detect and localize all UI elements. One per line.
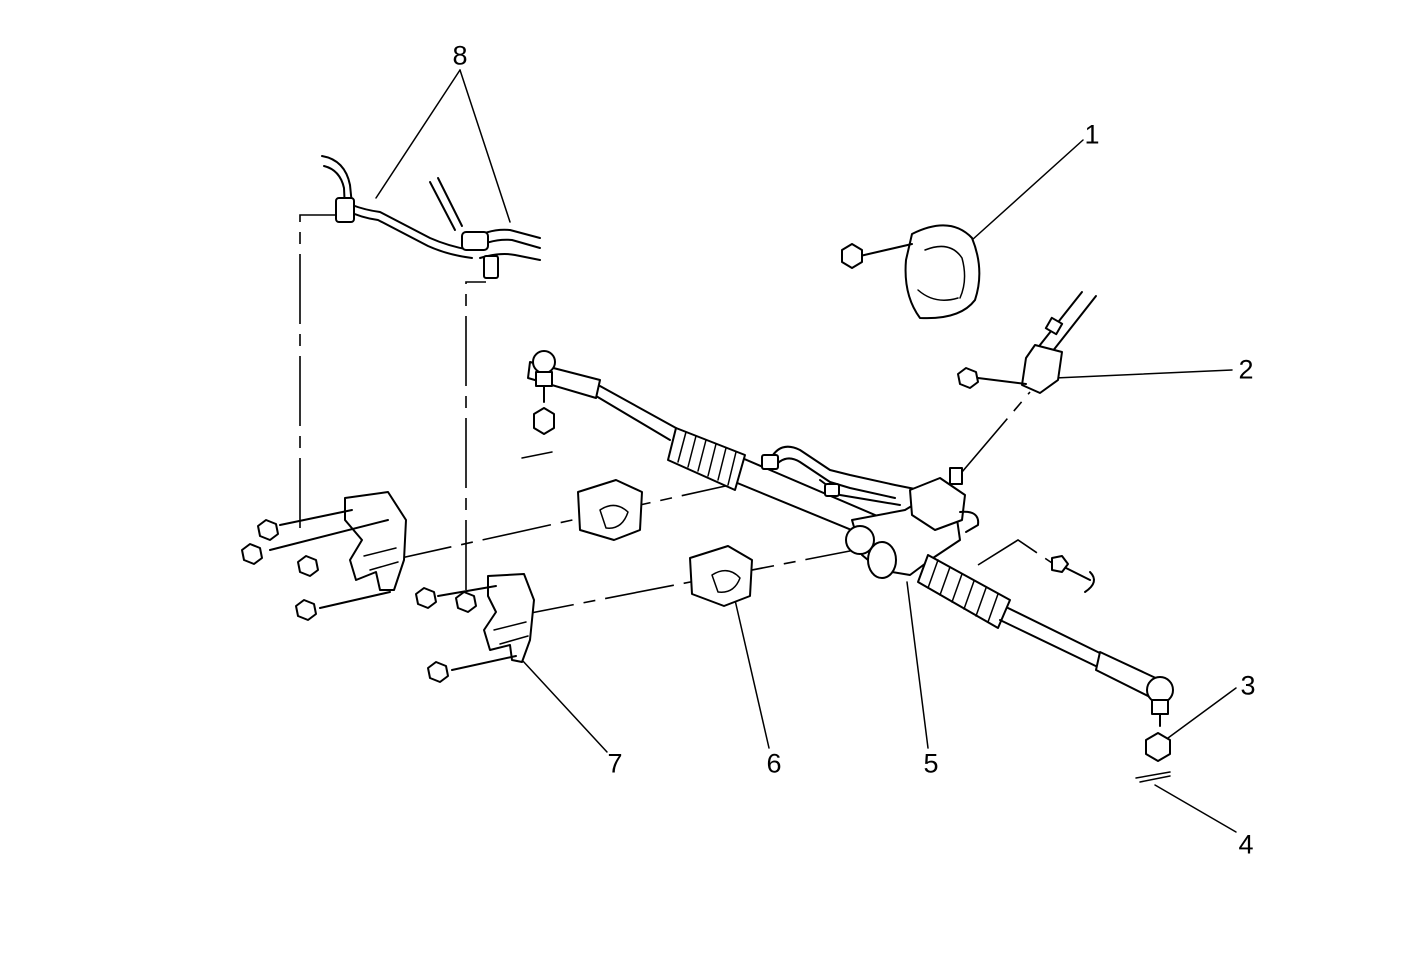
callout-3: 3 — [1240, 670, 1256, 701]
callout-8: 8 — [452, 40, 468, 71]
clamp-left — [241, 491, 407, 621]
leader-1 — [971, 139, 1084, 241]
callout-1: 1 — [1084, 119, 1100, 150]
leader-8b — [459, 69, 511, 223]
callout-7: 7 — [607, 748, 623, 779]
shaft-bolt — [957, 367, 979, 389]
steering-gear-cover — [841, 224, 981, 320]
brake-line-clip-right — [483, 255, 499, 279]
leader-7 — [521, 659, 608, 753]
callout-6: 6 — [766, 748, 782, 779]
tie-rod-nut — [1145, 732, 1171, 762]
brake-lines — [321, 155, 541, 279]
leader-8a — [375, 69, 461, 199]
left-tie-rod-nut — [533, 407, 555, 435]
leader-lines — [375, 69, 1237, 833]
alignment-lines — [299, 214, 1056, 619]
cover-bolt — [841, 243, 863, 269]
intermediate-shaft — [957, 291, 1097, 394]
leader-4 — [1154, 784, 1237, 833]
leader-3 — [1167, 687, 1237, 739]
callout-4: 4 — [1238, 829, 1254, 860]
cotter-pin — [1135, 771, 1171, 783]
leader-5 — [906, 581, 929, 749]
clamp-right — [415, 573, 535, 683]
insulator-left — [577, 479, 643, 541]
insulator-right — [689, 545, 753, 607]
leader-2 — [1054, 369, 1233, 379]
callout-5: 5 — [923, 748, 939, 779]
brake-line-clip-left — [335, 197, 355, 223]
rack-and-pinion-gear — [521, 350, 1174, 727]
leader-6 — [734, 599, 770, 749]
callout-2: 2 — [1238, 354, 1254, 385]
